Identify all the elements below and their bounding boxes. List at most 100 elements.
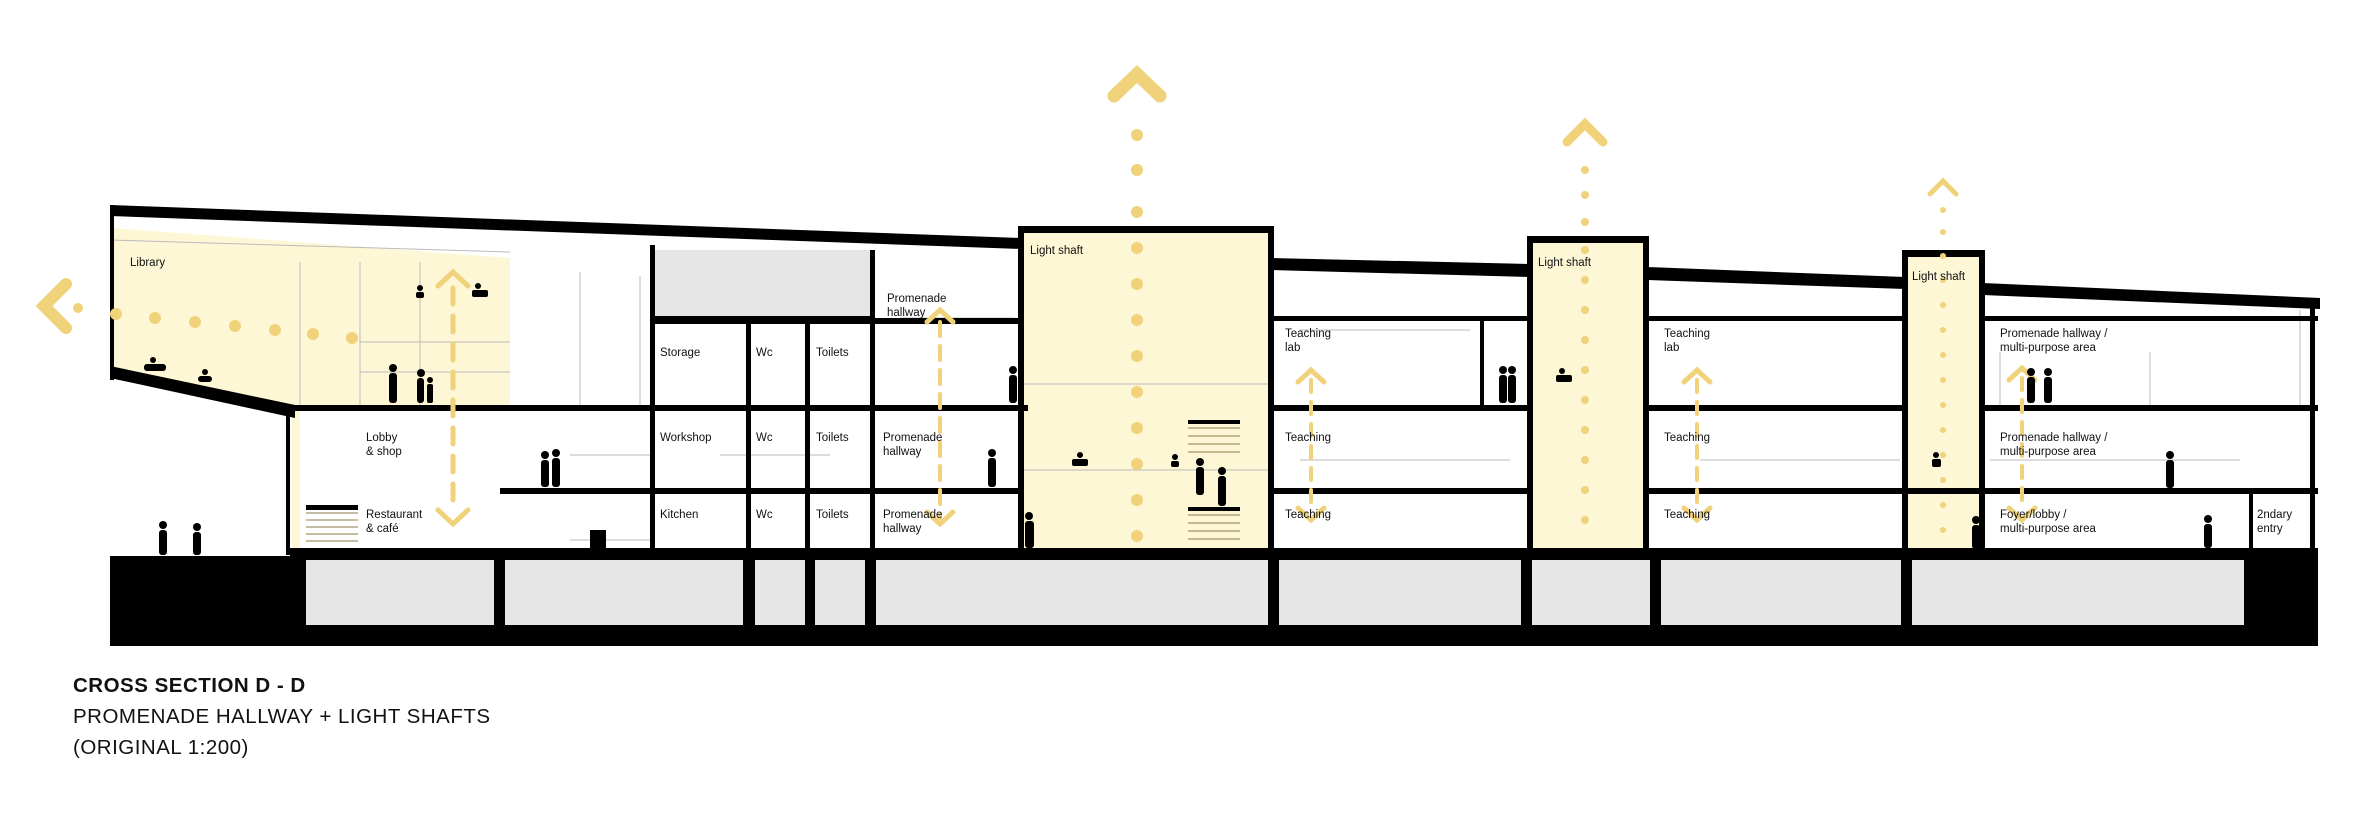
library-slope-floor <box>110 366 295 418</box>
cross-section-drawing: Library Lobby & shop Restaurant & café S… <box>35 65 2320 646</box>
label-light-shaft-1: Light shaft <box>1030 245 1084 257</box>
label-lobby: Lobby <box>366 432 398 444</box>
label-toilets-top: Toilets <box>816 347 849 359</box>
person-icon <box>159 521 167 555</box>
person-icon <box>472 283 488 297</box>
label-teaching-lab-a-2: lab <box>1285 342 1300 354</box>
label-multi-mid-2: multi-purpose area <box>2000 446 2096 458</box>
shaft-1-chevron-icon <box>1107 65 1167 103</box>
label-library: Library <box>130 257 165 269</box>
storage-box <box>655 250 870 320</box>
person-icon <box>1932 452 1941 467</box>
person-icon <box>1508 366 1516 403</box>
label-promenade-bot-2: hallway <box>883 523 922 535</box>
label-multi-mid: Promenade hallway / <box>2000 432 2108 444</box>
label-light-shaft-3: Light shaft <box>1912 271 1966 283</box>
library-down-arrow-icon <box>435 507 471 528</box>
person-icon <box>1171 454 1179 467</box>
promenade-down-arrow-icon <box>924 509 956 528</box>
library-light-zone <box>112 228 510 548</box>
roof-right-b <box>1983 283 2320 309</box>
basement-voids <box>306 560 2244 625</box>
label-promenade-bot: Promenade <box>883 509 942 521</box>
structure <box>110 205 2320 646</box>
teaching-a-down-arrow-icon <box>1295 505 1327 524</box>
person-icon <box>1196 458 1204 495</box>
person-icon <box>417 369 425 403</box>
label-wc-mid: Wc <box>756 432 773 444</box>
label-teaching-b-mid: Teaching <box>1664 432 1710 444</box>
person-icon <box>416 285 424 298</box>
light-arrows <box>35 65 2038 528</box>
caption-scale: (ORIGINAL 1:200) <box>73 736 249 759</box>
label-teaching-lab-b: Teaching <box>1664 328 1710 340</box>
people-silhouettes <box>144 283 2212 555</box>
person-icon <box>2204 515 2212 548</box>
basement-floor <box>110 625 2318 646</box>
label-multi-bot: Foyer/lobby / <box>2000 509 2067 521</box>
multi-down-arrow-icon <box>2006 505 2038 524</box>
roof-middle <box>1270 258 1530 277</box>
label-restaurant: Restaurant <box>366 509 423 521</box>
label-promenade-top-2: hallway <box>887 307 926 319</box>
person-icon <box>1072 452 1088 466</box>
label-lobby-2: & shop <box>366 446 402 458</box>
person-icon <box>1025 512 1034 548</box>
person-icon <box>552 449 560 487</box>
label-teaching-a-mid: Teaching <box>1285 432 1331 444</box>
label-workshop: Workshop <box>660 432 712 444</box>
light-shaft-2-cap <box>1527 236 1649 243</box>
label-light-shaft-2: Light shaft <box>1538 257 1592 269</box>
promenade-up-arrow-icon <box>924 306 956 325</box>
person-icon <box>1218 467 1226 506</box>
person-icon <box>2166 451 2174 488</box>
label-teaching-lab-a: Teaching <box>1285 328 1331 340</box>
person-icon <box>541 451 549 487</box>
label-multi-top-2: multi-purpose area <box>2000 342 2096 354</box>
person-icon <box>2027 368 2035 403</box>
light-shaft-1-cap <box>1018 226 1274 233</box>
label-restaurant-2: & café <box>366 523 399 535</box>
light-shaft-2-zone <box>1533 242 1643 552</box>
label-entry-2: entry <box>2257 523 2283 535</box>
label-toilets-bot: Toilets <box>816 509 849 521</box>
shaft-2-chevron-icon <box>1562 117 1608 147</box>
label-teaching-a-bot: Teaching <box>1285 509 1331 521</box>
multi-up-arrow-icon <box>2006 364 2038 383</box>
person-icon <box>1556 368 1572 382</box>
light-zones <box>112 228 1981 552</box>
stair-hatches <box>306 427 1240 542</box>
label-storage: Storage <box>660 347 700 359</box>
person-icon <box>389 364 397 403</box>
ground-slab <box>290 548 2318 556</box>
person-icon <box>1499 366 1507 403</box>
person-icon <box>427 377 433 403</box>
library-up-arrow-icon <box>435 268 471 289</box>
label-multi-top: Promenade hallway / <box>2000 328 2108 340</box>
light-shaft-1-zone <box>1020 232 1270 552</box>
label-promenade-top: Promenade <box>887 293 946 305</box>
person-icon <box>198 369 212 382</box>
teaching-a-up-arrow-icon <box>1295 366 1327 385</box>
label-toilets-mid: Toilets <box>816 432 849 444</box>
caption-subtitle: PROMENADE HALLWAY + LIGHT SHAFTS <box>73 705 491 728</box>
roof-left <box>110 205 1022 249</box>
person-icon <box>988 449 996 487</box>
label-wc-top: Wc <box>756 347 773 359</box>
person-icon <box>1009 366 1017 403</box>
person-icon <box>2044 368 2052 403</box>
light-dots <box>73 129 1946 542</box>
person-icon <box>1972 516 1980 549</box>
person-icon <box>193 523 201 555</box>
roof-right-a <box>1647 267 1905 289</box>
label-promenade-mid: Promenade <box>883 432 942 444</box>
label-teaching-lab-b-2: lab <box>1664 342 1679 354</box>
label-multi-bot-2: multi-purpose area <box>2000 523 2096 535</box>
label-wc-bot: Wc <box>756 509 773 521</box>
teaching-b-down-arrow-icon <box>1681 505 1713 524</box>
library-chevron-icon <box>35 278 72 334</box>
label-entry: 2ndary <box>2257 509 2292 521</box>
caption-title: CROSS SECTION D - D <box>73 674 306 697</box>
label-promenade-mid-2: hallway <box>883 446 922 458</box>
label-teaching-b-bot: Teaching <box>1664 509 1710 521</box>
